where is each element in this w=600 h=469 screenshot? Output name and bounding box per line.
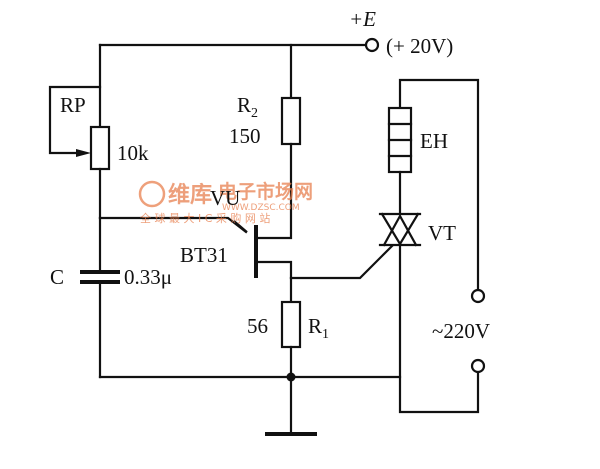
watermark-slogan: 全 球 最 大 I C 采 购 网 站 (140, 211, 270, 225)
ac-source-label: ~220V (432, 319, 490, 343)
heater-stripes (387, 122, 413, 158)
c-value-label: 0.33μ (124, 265, 172, 289)
watermark: 维库 电子市场网 WWW.DZSC.COM 全 球 最 大 I C 采 购 网 … (138, 180, 313, 225)
watermark-brand: 维库 (168, 182, 212, 208)
rp-resistor-body (89, 125, 111, 171)
ac-terminal-bottom (470, 358, 486, 374)
c-name-label: C (50, 265, 64, 289)
r2-name-label: R2 (237, 93, 258, 121)
triac-label: VT (428, 221, 456, 245)
r2-lead-bottom (256, 142, 293, 240)
supply-terminal (364, 37, 380, 53)
ujt-emitter-arrow (233, 220, 248, 233)
triac-triangle-up (382, 213, 418, 247)
rp-name-label: RP (60, 93, 86, 117)
r2-resistor-body (280, 96, 302, 146)
triac-lead-bottom (398, 243, 480, 414)
ujt-base1-wire (256, 260, 293, 280)
ac-terminal-top (470, 288, 486, 304)
heater-label: EH (420, 129, 448, 153)
supply-value: (+ 20V) (386, 34, 453, 58)
supply-symbol: +E (349, 7, 376, 31)
watermark-logo-icon (138, 180, 166, 208)
rp-wiper-arrow (76, 149, 91, 157)
gate-wire (289, 244, 394, 280)
watermark-title: 电子市场网 (218, 180, 313, 203)
rp-value-label: 10k (117, 141, 149, 165)
rp-wiper-loop (48, 85, 102, 155)
heater-lead-top (398, 78, 480, 292)
ujt-name-label: VU (210, 186, 240, 210)
r2-value-label: 150 (229, 124, 261, 148)
r1-value-label: 56 (247, 314, 268, 338)
watermark-url: WWW.DZSC.COM (222, 203, 300, 213)
r1-name-label: R1 (308, 314, 329, 342)
r1-resistor-body (280, 300, 302, 349)
ujt-type-label: BT31 (180, 243, 228, 267)
